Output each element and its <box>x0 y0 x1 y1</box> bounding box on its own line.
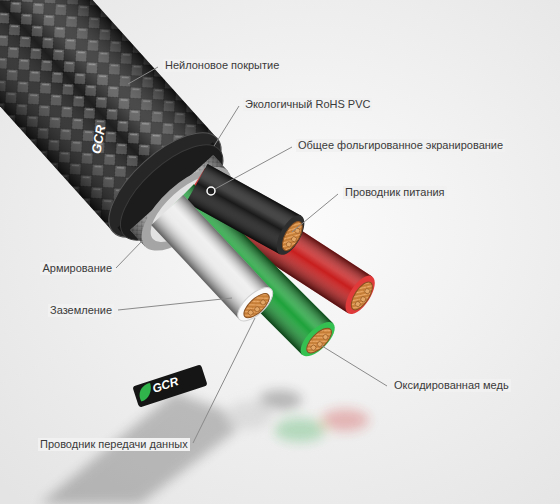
part-label: Экологичный RoHS PVC <box>243 98 372 111</box>
brand-logo: GCR <box>89 124 109 155</box>
part-label: Заземление <box>48 304 114 317</box>
brand-logo: GCR <box>150 374 180 396</box>
leader-line <box>128 67 158 84</box>
part-label: Нейлоновое покрытие <box>163 59 281 72</box>
leader-line <box>215 147 292 189</box>
part-label: Проводник передачи данных <box>38 438 190 451</box>
leader-line <box>193 318 255 443</box>
part-label: Армирование <box>40 262 114 275</box>
cable <box>0 0 388 401</box>
leader-line <box>118 298 232 310</box>
white-wire <box>151 195 278 327</box>
marker-dot <box>207 187 215 195</box>
part-label: Общее фольгированное экранирование <box>296 139 505 152</box>
part-label: Оксидированная медь <box>392 379 511 392</box>
part-label: Проводник питания <box>343 186 447 199</box>
leader-line <box>214 106 239 146</box>
logo-badge <box>132 364 207 407</box>
leader-line <box>292 194 338 232</box>
leader-line <box>322 346 387 386</box>
leader-lines <box>116 67 387 443</box>
leader-line <box>116 240 143 268</box>
